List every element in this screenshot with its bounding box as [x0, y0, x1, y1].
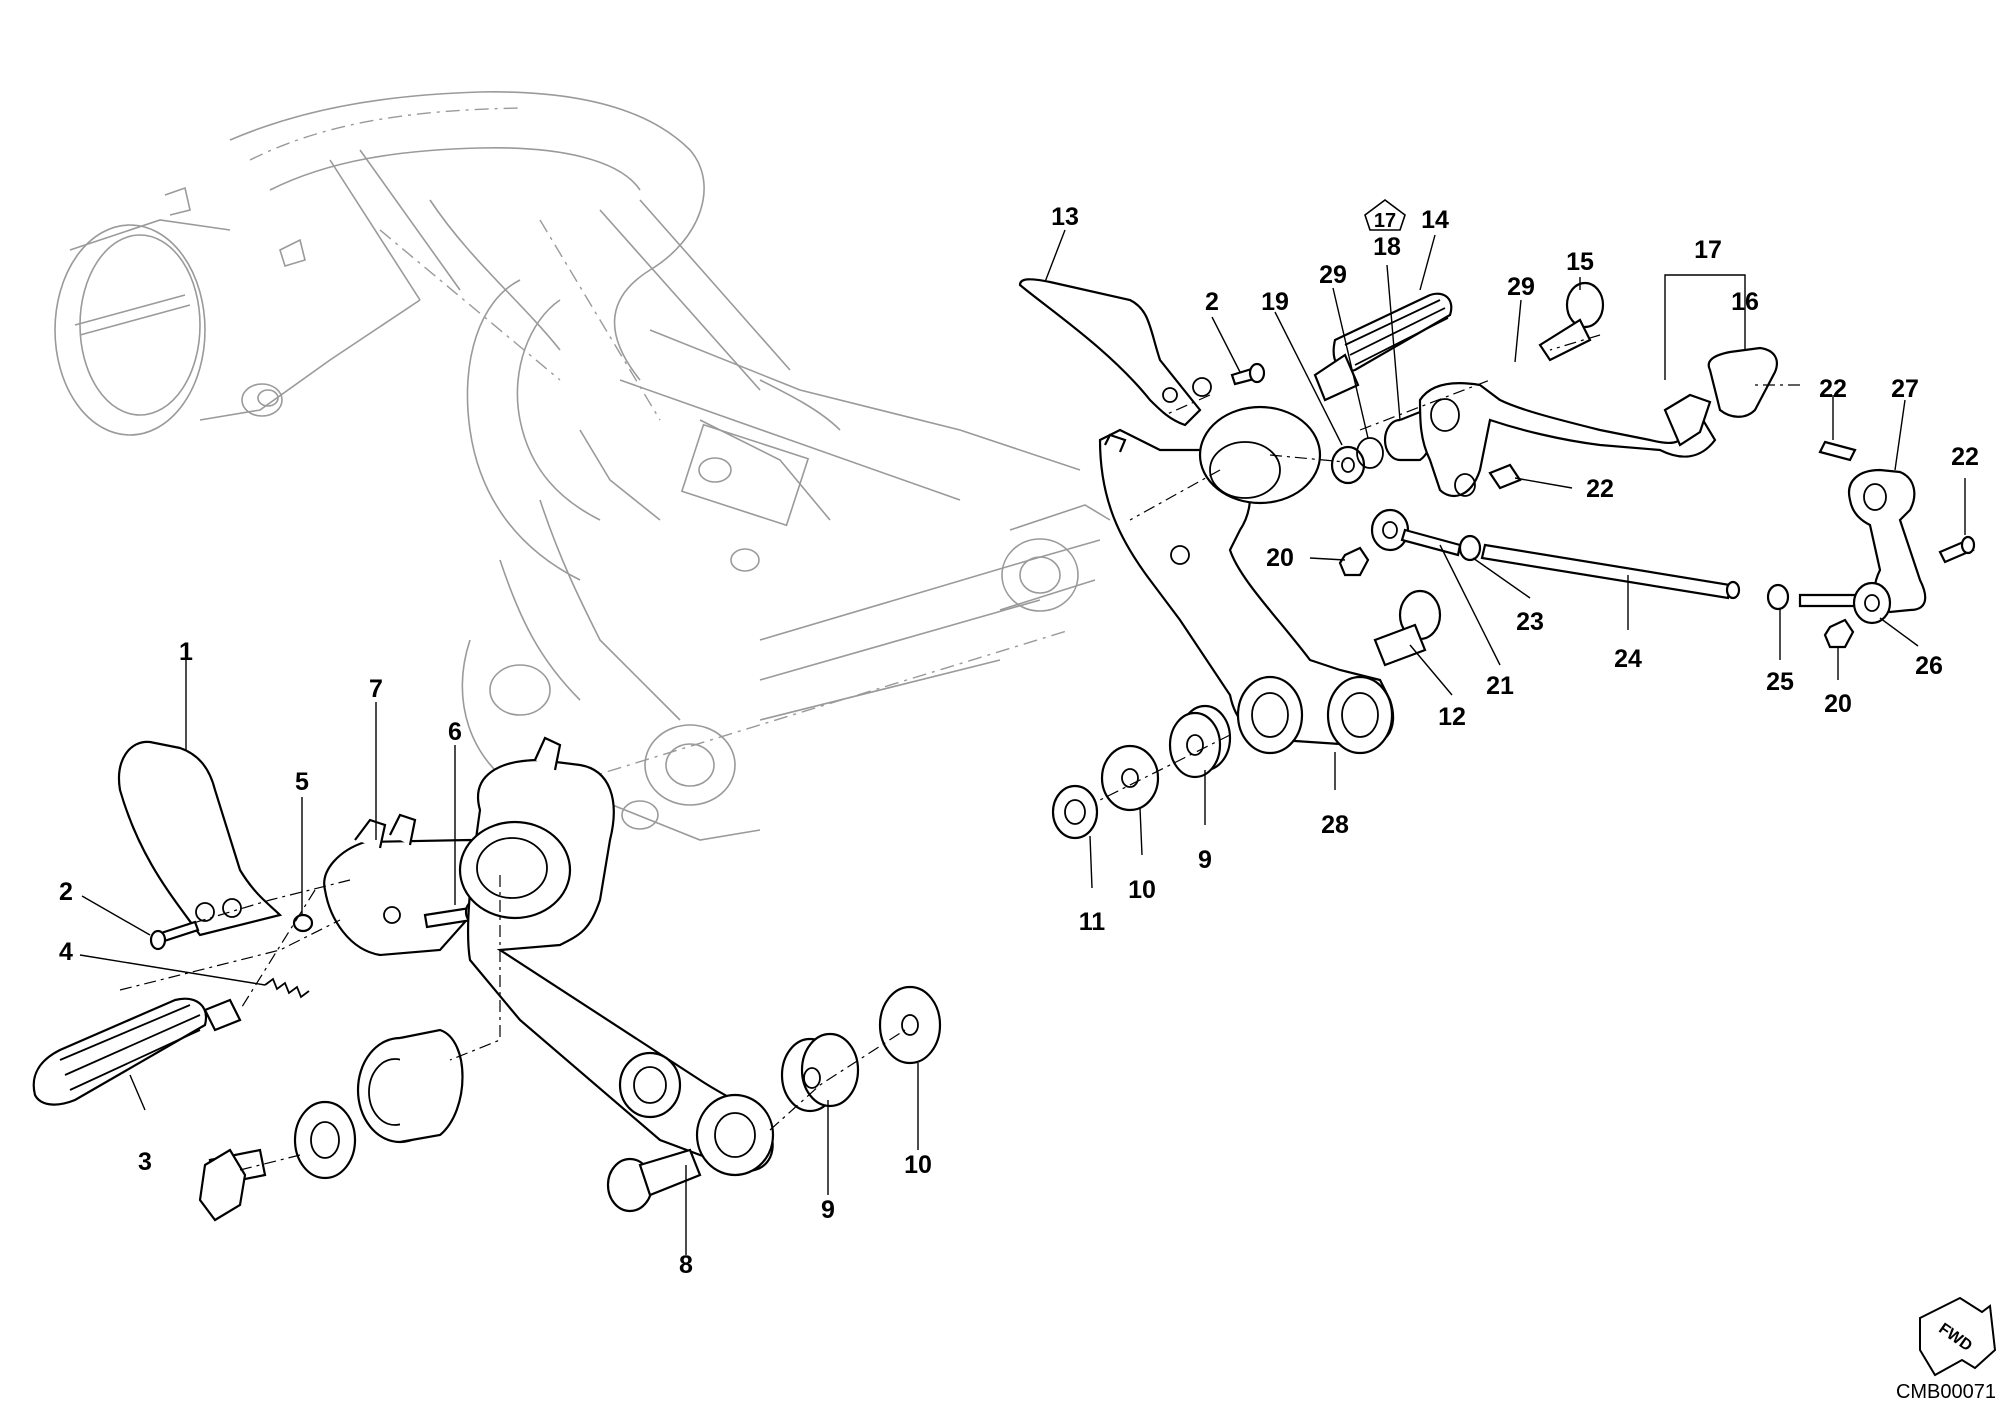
callout-11: 11	[1079, 908, 1106, 936]
callout-2: 2	[59, 878, 73, 906]
callout-23: 23	[1516, 608, 1544, 636]
callout-1: 1	[179, 638, 193, 666]
drawing-code: CMB00071	[1896, 1381, 1996, 1403]
frame-phantom	[54, 91, 1111, 841]
callout-27: 27	[1891, 375, 1919, 403]
callout-8: 8	[679, 1251, 693, 1279]
forward-arrow-icon	[1919, 1296, 1997, 1377]
leader-lines	[79, 229, 1966, 1255]
callout-26: 26	[1915, 652, 1943, 680]
callout-17-boxed: 17	[1374, 210, 1396, 232]
callout-20-a: 20	[1266, 544, 1294, 572]
callout-20-b: 20	[1824, 690, 1852, 718]
callout-15: 15	[1566, 248, 1594, 276]
callout-7: 7	[369, 675, 383, 703]
callout-25: 25	[1766, 668, 1794, 696]
callout-22-c: 22	[1586, 475, 1614, 503]
callout-10-left: 10	[904, 1151, 932, 1179]
callout-14: 14	[1421, 206, 1449, 234]
callout-10-right: 10	[1128, 876, 1156, 904]
callout-17: 17	[1694, 236, 1722, 264]
callout-4: 4	[59, 938, 73, 966]
callout-3: 3	[138, 1148, 152, 1176]
callout-29-right: 29	[1507, 273, 1535, 301]
callout-19: 19	[1261, 288, 1289, 316]
callout-28: 28	[1321, 811, 1349, 839]
callout-12: 12	[1438, 703, 1466, 731]
left-footrest-assembly	[32, 736, 942, 1222]
forward-direction-indicator: FWD	[1919, 1296, 1997, 1377]
right-brake-assembly	[1018, 278, 1976, 840]
callout-9-left: 9	[821, 1196, 835, 1224]
callout-5: 5	[295, 768, 309, 796]
callout-22-b: 22	[1951, 443, 1979, 471]
callout-21: 21	[1486, 672, 1514, 700]
callout-13: 13	[1051, 203, 1079, 231]
callout-2-right: 2	[1205, 288, 1219, 316]
callout-29-left: 29	[1319, 261, 1347, 289]
callout-6: 6	[448, 718, 462, 746]
callout-18: 18	[1373, 233, 1401, 261]
callout-22-a: 22	[1819, 375, 1847, 403]
callout-labels: 1 2 3 4 5 6 7 8 9 10 13 2 19 29 17 18 14…	[59, 199, 1979, 1279]
callout-9-right: 9	[1198, 846, 1212, 874]
callout-16: 16	[1731, 288, 1759, 316]
reference-pentagon-icon	[1364, 199, 1406, 231]
callout-24: 24	[1614, 645, 1642, 673]
